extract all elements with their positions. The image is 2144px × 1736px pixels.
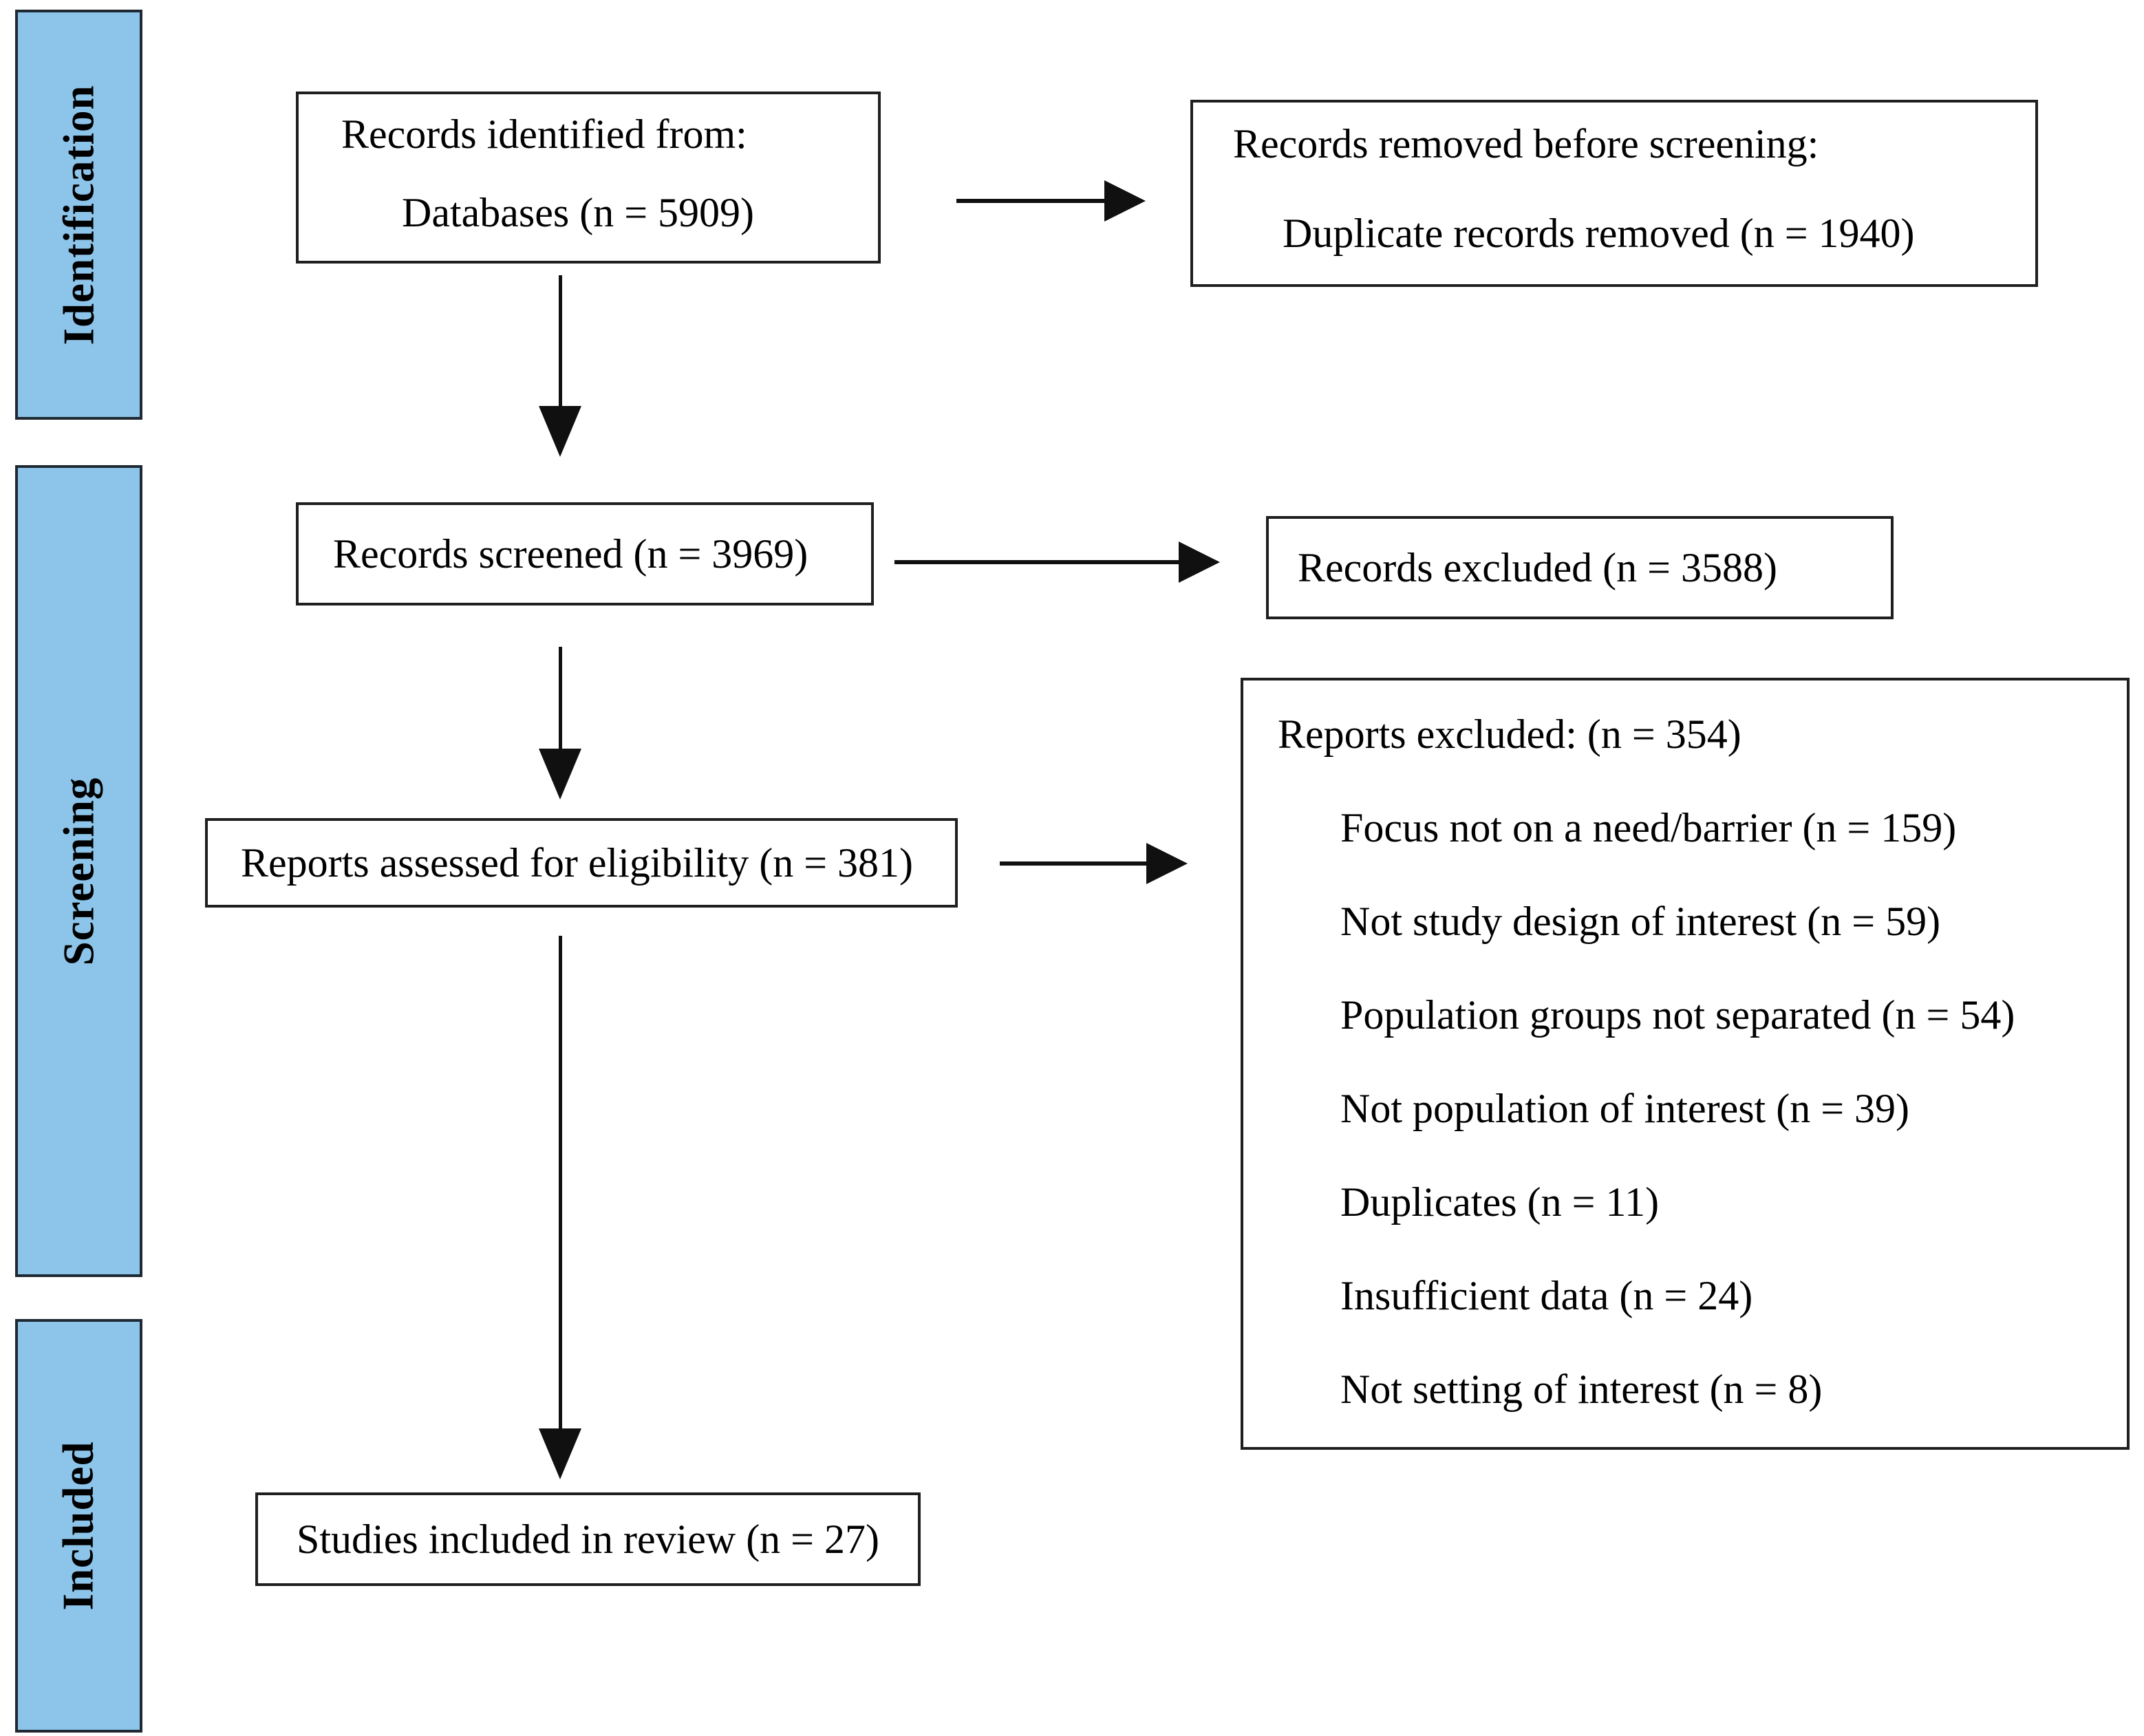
stage-identification: Identification	[15, 10, 142, 420]
reports-excluded-item: Insufficient data (n = 24)	[1340, 1273, 1753, 1318]
right-arrowhead-icon	[1179, 542, 1220, 583]
right-arrowhead-icon	[1104, 180, 1146, 222]
reports-excluded-item: Duplicates (n = 11)	[1340, 1179, 1660, 1225]
records-excluded-label: Records excluded (n = 3588)	[1298, 545, 1777, 590]
reports-excluded-item: Population groups not separated (n = 54)	[1340, 992, 2015, 1038]
records-removed-line1: Records removed before screening:	[1233, 121, 1819, 167]
reports-excluded-item: Not population of interest (n = 39)	[1340, 1086, 1910, 1131]
records-identified-line2: Databases (n = 5909)	[402, 190, 755, 235]
stage-screening: Screening	[15, 465, 142, 1277]
reports-excluded-item: Not setting of interest (n = 8)	[1340, 1367, 1823, 1412]
records-removed-line2: Duplicate records removed (n = 1940)	[1283, 211, 1915, 256]
box-reports-excluded: Reports excluded: (n = 354) Focus not on…	[1241, 678, 2130, 1450]
right-arrowhead-icon	[1146, 843, 1188, 884]
down-arrowhead-icon	[539, 1428, 581, 1479]
box-records-identified: Records identified from: Databases (n = …	[296, 92, 881, 264]
down-arrow-line-identified-to-screened	[559, 275, 562, 407]
reports-excluded-list: Focus not on a need/barrier (n = 159) No…	[1243, 803, 2127, 1414]
reports-assessed-label: Reports assessed for eligibility (n = 38…	[241, 840, 914, 886]
down-arrow-line-assessed-to-included	[559, 936, 562, 1430]
right-arrow-line-identified-to-removed	[956, 199, 1106, 203]
box-records-removed: Records removed before screening: Duplic…	[1190, 100, 2038, 287]
stage-screening-label: Screening	[54, 777, 103, 965]
reports-excluded-item: Focus not on a need/barrier (n = 159)	[1340, 805, 1957, 850]
down-arrow-line-screened-to-assessed	[559, 647, 562, 750]
right-arrow-line-screened-to-excluded	[894, 560, 1180, 564]
down-arrowhead-icon	[539, 406, 581, 457]
records-screened-label: Records screened (n = 3969)	[333, 531, 808, 577]
box-records-screened: Records screened (n = 3969)	[296, 502, 874, 606]
down-arrowhead-icon	[539, 749, 581, 800]
box-records-excluded: Records excluded (n = 3588)	[1266, 516, 1894, 619]
reports-excluded-title: Reports excluded: (n = 354)	[1278, 711, 1741, 757]
box-studies-included: Studies included in review (n = 27)	[255, 1492, 921, 1586]
stage-included-label: Included	[54, 1441, 103, 1611]
records-identified-line1: Records identified from:	[341, 111, 747, 157]
stage-identification-label: Identification	[54, 84, 103, 345]
right-arrow-line-assessed-to-reports-excluded	[1000, 861, 1148, 866]
box-reports-assessed: Reports assessed for eligibility (n = 38…	[205, 818, 958, 908]
reports-excluded-item: Not study design of interest (n = 59)	[1340, 899, 1941, 944]
studies-included-label: Studies included in review (n = 27)	[297, 1517, 880, 1562]
stage-included: Included	[15, 1319, 142, 1733]
